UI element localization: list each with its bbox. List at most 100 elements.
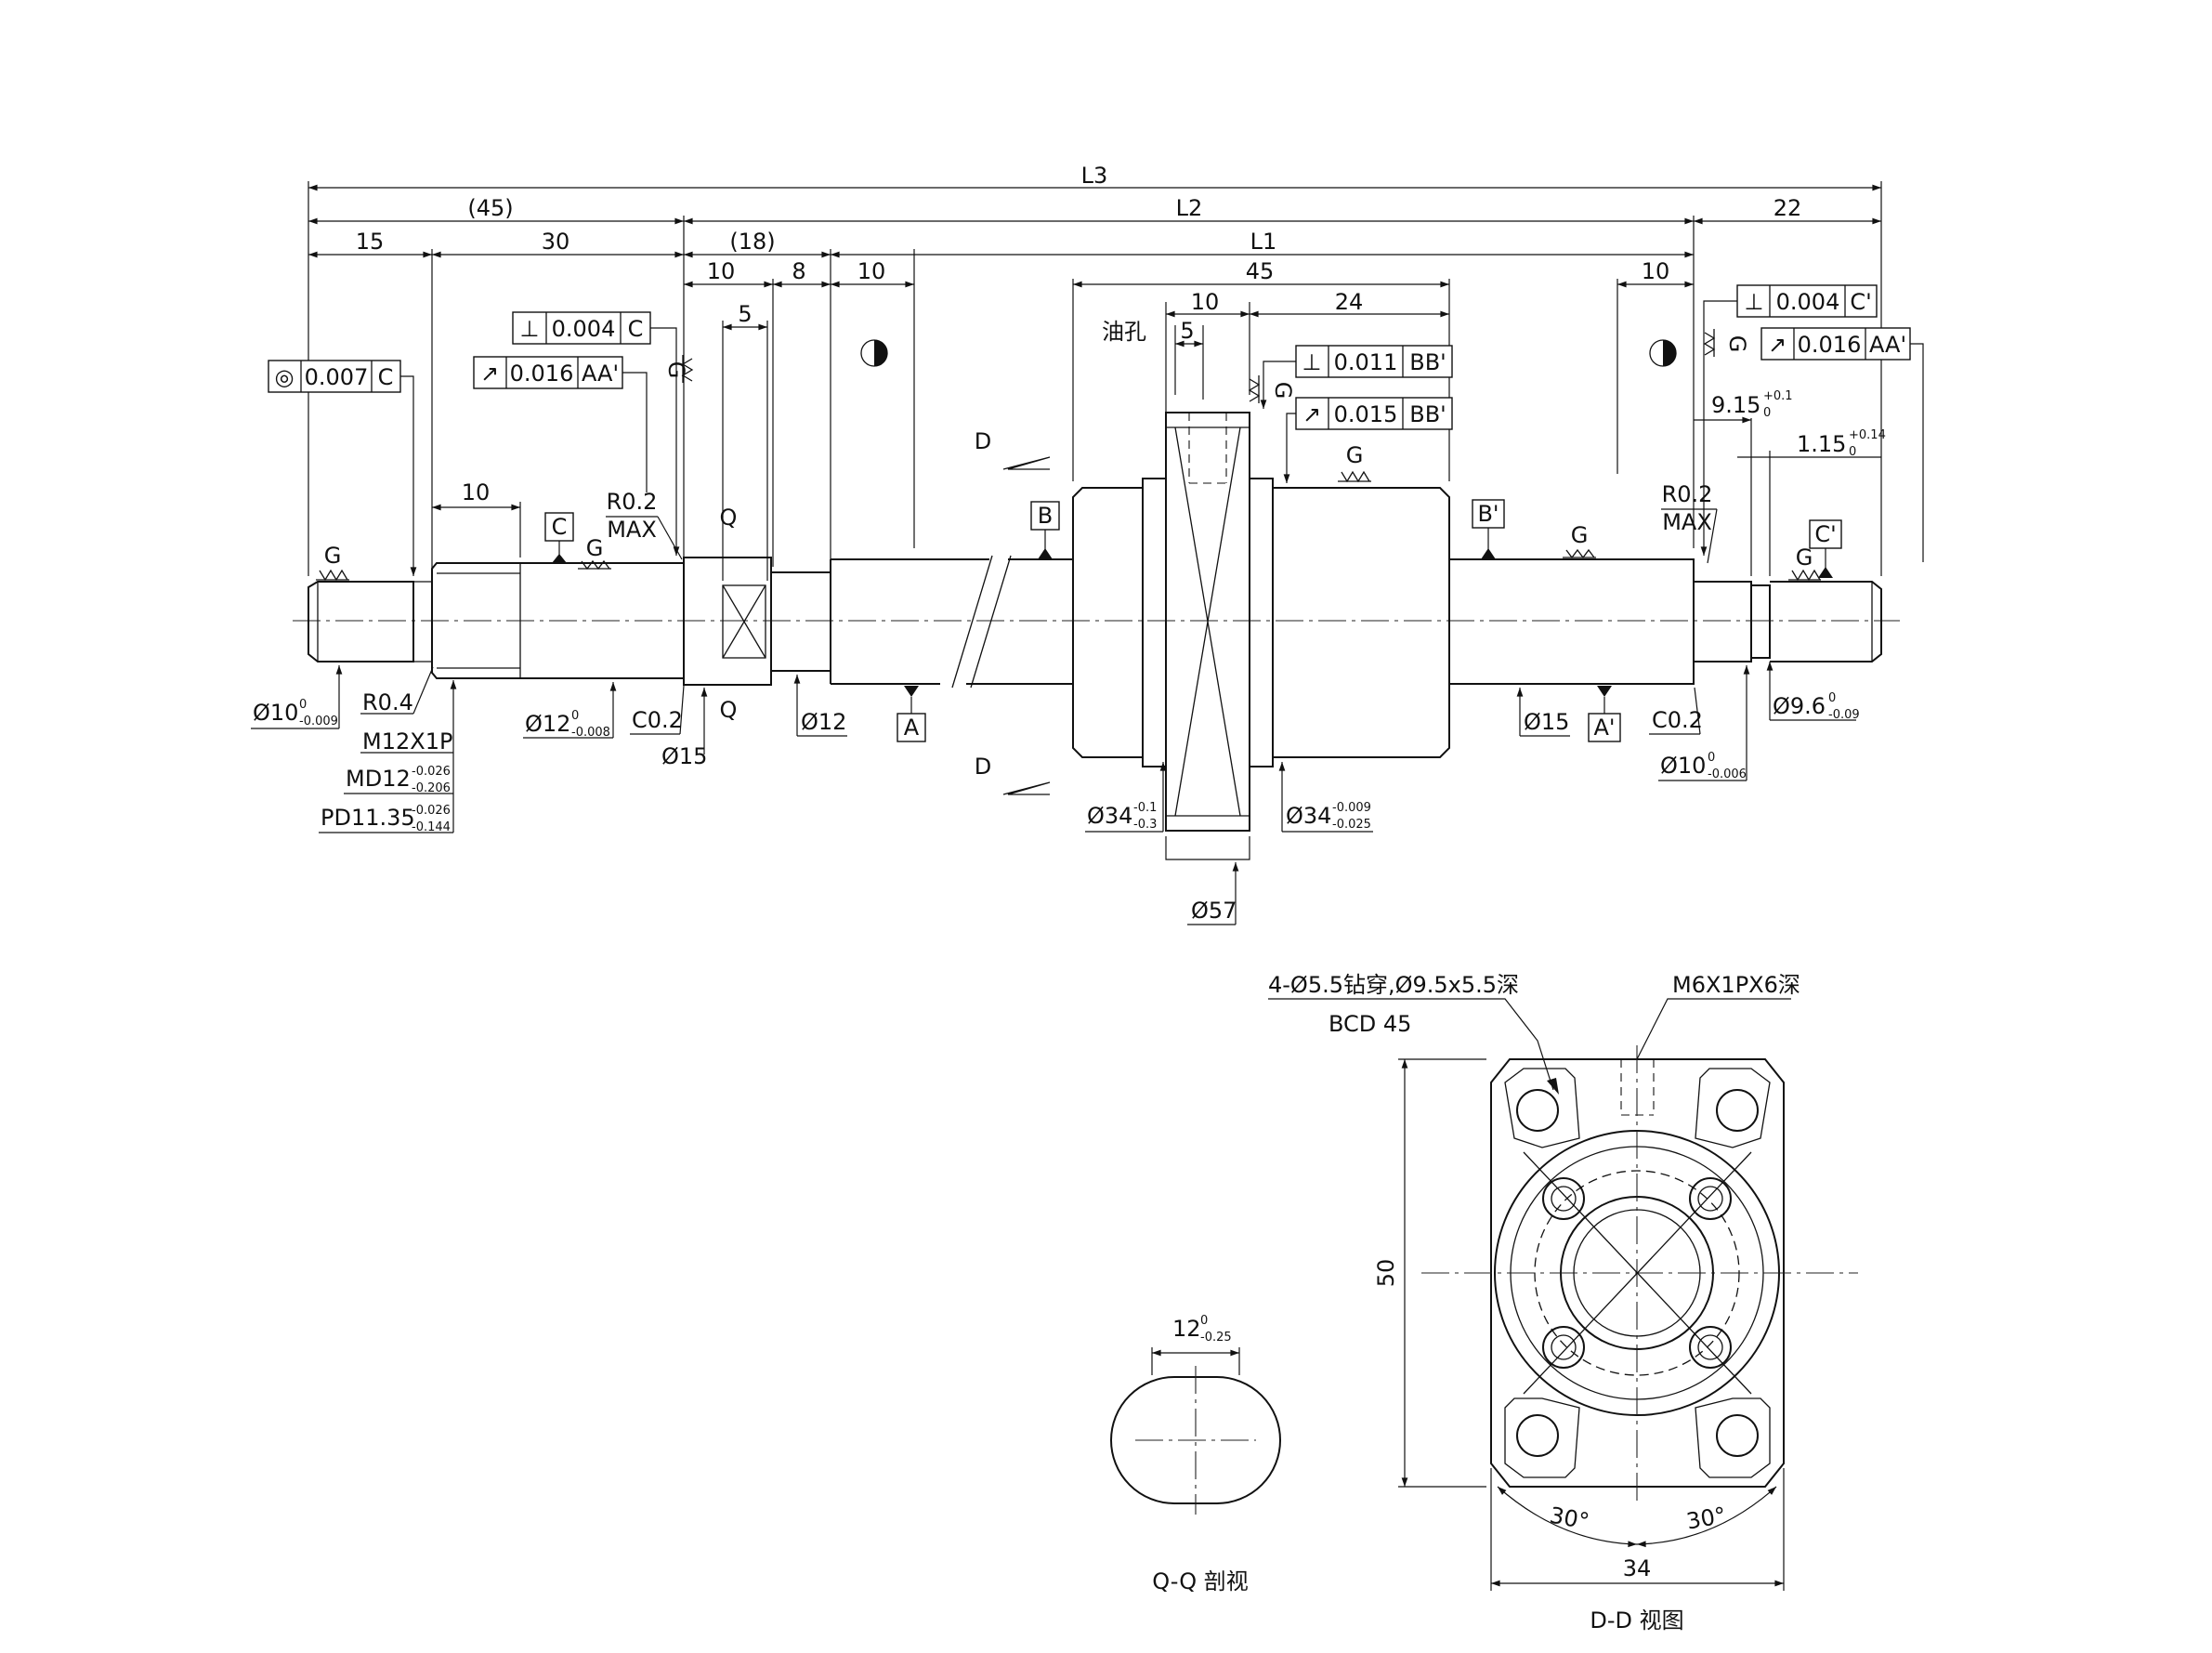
svg-text:C: C	[552, 514, 568, 540]
svg-text:0.015: 0.015	[1334, 401, 1398, 427]
datum-b2: B'	[1472, 499, 1505, 559]
dim-l2: L2	[1176, 195, 1203, 221]
svg-text:-0.206: -0.206	[412, 781, 451, 795]
dia15-right: Ø15	[1524, 709, 1569, 735]
dim-22: 22	[1774, 195, 1802, 221]
dim-10-thread: 10	[462, 479, 491, 505]
svg-text:◎: ◎	[275, 364, 294, 390]
svg-text:⊥: ⊥	[520, 316, 540, 342]
gdt-runout-aa2: ↗ 0.016 AA'	[1760, 327, 1924, 562]
svg-text:AA': AA'	[1869, 332, 1906, 358]
dia34-body: Ø34	[1286, 803, 1331, 829]
svg-text:0.007: 0.007	[305, 364, 369, 390]
groove-915: 9.15	[1711, 392, 1760, 418]
datum-b: B	[1030, 501, 1060, 559]
grind-g-8: G	[1724, 335, 1750, 353]
svg-text:-0.006: -0.006	[1708, 767, 1747, 781]
grind-g-7: G	[1270, 382, 1296, 400]
dia10-left: Ø10	[253, 700, 298, 726]
thread-pd: PD11.35	[321, 805, 415, 831]
svg-text:-0.144: -0.144	[412, 820, 451, 834]
svg-text:-0.026: -0.026	[412, 804, 451, 818]
section-d-bottom: D	[975, 754, 991, 780]
svg-text:C: C	[378, 364, 394, 390]
dim-8: 8	[792, 258, 805, 284]
svg-text:0.016: 0.016	[1798, 332, 1862, 358]
grind-g-6: G	[663, 361, 689, 379]
dia10-right: Ø10	[1660, 753, 1706, 779]
svg-text:AA': AA'	[582, 361, 619, 387]
dia15-left: Ø15	[661, 743, 707, 769]
svg-text:BB': BB'	[1409, 401, 1446, 427]
dim-15: 15	[356, 229, 385, 255]
datum-c: C	[544, 512, 574, 563]
svg-text:0: 0	[1849, 445, 1856, 459]
svg-text:-0.008: -0.008	[571, 726, 610, 740]
dim-10-b: 10	[857, 258, 886, 284]
dim-10-flange: 10	[1191, 289, 1220, 315]
dd-angle-left: 30°	[1548, 1502, 1591, 1535]
dim-10-a: 10	[707, 258, 736, 284]
dim-l1: L1	[1250, 229, 1277, 255]
svg-text:↗: ↗	[1768, 332, 1787, 358]
grind-g-4: G	[1571, 522, 1589, 548]
dd-bcd: BCD 45	[1329, 1011, 1411, 1037]
svg-text:-0.25: -0.25	[1200, 1331, 1232, 1345]
section-q-bottom: Q	[720, 697, 738, 723]
max-right: MAX	[1662, 509, 1712, 535]
qq-caption: Q-Q 剖视	[1152, 1568, 1249, 1594]
dim-5-flat: 5	[738, 301, 752, 327]
gdt-coax-c: ◎ 0.007 C	[268, 360, 417, 576]
c02-right: C0.2	[1652, 707, 1703, 733]
gdt-runout-aa: ↗ 0.016 AA'	[473, 356, 648, 492]
svg-text:C': C'	[1814, 521, 1836, 547]
svg-text:-0.009: -0.009	[299, 715, 338, 728]
svg-text:B: B	[1038, 503, 1053, 529]
datum-c2: C'	[1809, 519, 1842, 578]
qq-width: 12	[1172, 1316, 1201, 1342]
screw-shaft	[308, 412, 1882, 832]
gdt-perp-bb: ⊥ 0.011 BB'	[1260, 345, 1453, 409]
dim-5-oil: 5	[1180, 318, 1194, 344]
svg-text:-0.025: -0.025	[1332, 818, 1371, 832]
dim-18-ref: (18)	[729, 229, 775, 255]
thread-m12: M12X1P	[362, 728, 452, 754]
section-qq: 12 0 -0.25 Q-Q 剖视	[1110, 1314, 1281, 1594]
svg-text:C': C'	[1850, 289, 1871, 315]
svg-text:B': B'	[1477, 501, 1499, 527]
datum-a: A	[897, 686, 926, 742]
grind-marks: G G G G G G G G	[316, 329, 1821, 582]
dia34-flange: Ø34	[1087, 803, 1132, 829]
dia57: Ø57	[1191, 898, 1237, 924]
svg-text:0: 0	[1200, 1314, 1208, 1328]
svg-text:-0.09: -0.09	[1828, 708, 1860, 722]
view-dd: 4-Ø5.5钻穿,Ø9.5x5.5深 BCD 45 M6X1PX6深 50 34…	[1268, 972, 1858, 1633]
dd-tap: M6X1PX6深	[1672, 972, 1800, 998]
r04: R0.4	[362, 689, 413, 715]
svg-text:A: A	[904, 715, 920, 741]
dd-caption: D-D 视图	[1590, 1607, 1683, 1633]
svg-text:⊥: ⊥	[1302, 349, 1322, 375]
svg-text:C: C	[628, 316, 644, 342]
svg-text:-0.1: -0.1	[1133, 801, 1157, 815]
svg-text:0: 0	[571, 709, 579, 723]
dd-height: 50	[1373, 1259, 1399, 1288]
grind-g-2: G	[586, 535, 604, 561]
svg-text:0: 0	[1763, 406, 1771, 420]
grind-g-5: G	[1796, 544, 1813, 571]
max-left: MAX	[607, 517, 657, 543]
svg-text:0.016: 0.016	[510, 361, 574, 387]
section-q-top: Q	[720, 505, 738, 531]
svg-text:↗: ↗	[1302, 401, 1321, 427]
svg-text:0.011: 0.011	[1334, 349, 1398, 375]
gdt-perp-c2: ⊥ 0.004 C'	[1700, 284, 1878, 556]
gdt-perp-c: ⊥ 0.004 C	[512, 311, 680, 556]
dd-holes-callout: 4-Ø5.5钻穿,Ø9.5x5.5深	[1268, 972, 1519, 998]
svg-text:+0.14: +0.14	[1849, 428, 1886, 442]
dia12: Ø12	[801, 709, 846, 735]
svg-text:-0.026: -0.026	[412, 765, 451, 779]
dim-24: 24	[1335, 289, 1364, 315]
oil-hole-label: 油孔	[1102, 319, 1146, 345]
